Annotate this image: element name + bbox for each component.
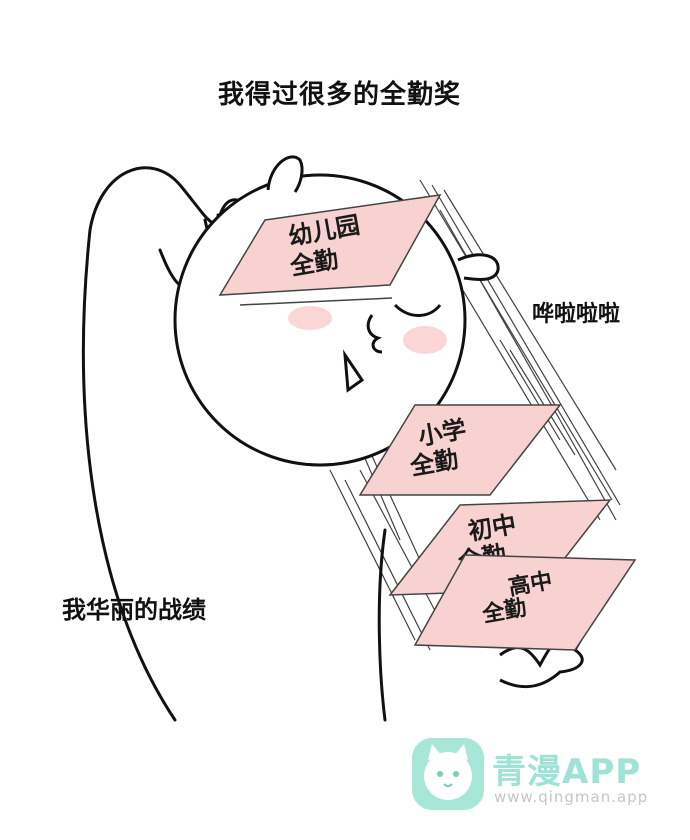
certificate-kindergarten: 幼儿园 全勤 xyxy=(218,194,442,306)
watermark-url: www.qingman.app xyxy=(494,788,649,806)
caption-title: 我得过很多的全勤奖 xyxy=(218,80,462,110)
caption-sound-effect: 哗啦啦啦 xyxy=(532,302,621,327)
watermark-name: 青漫APP xyxy=(492,752,642,792)
caption-record: 我华丽的战绩 xyxy=(62,596,206,624)
certificate-primary-school: 小学 全勤 xyxy=(358,404,562,496)
certificate-high-school: 高中 全勤 xyxy=(413,554,637,651)
cat-face-icon xyxy=(412,738,484,810)
